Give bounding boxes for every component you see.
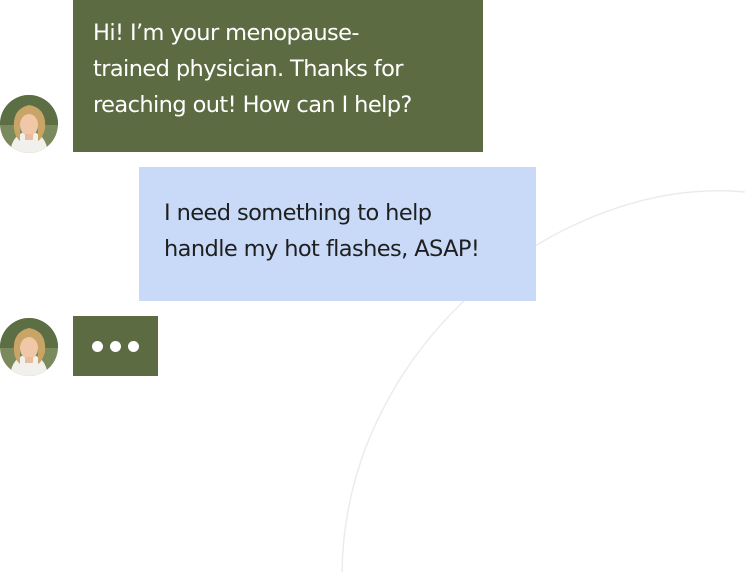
physician-avatar bbox=[0, 95, 58, 153]
physician-message-text: Hi! I’m your menopause- trained physicia… bbox=[93, 20, 412, 118]
typing-dot bbox=[110, 340, 121, 352]
typing-indicator-bubble bbox=[73, 316, 158, 376]
physician-message-bubble: Hi! I’m your menopause- trained physicia… bbox=[73, 0, 483, 152]
typing-dot bbox=[92, 340, 103, 352]
typing-dot bbox=[128, 340, 139, 352]
user-message-bubble: I need something to help handle my hot f… bbox=[139, 167, 536, 301]
user-message-text: I need something to help handle my hot f… bbox=[164, 200, 480, 262]
physician-avatar bbox=[0, 318, 58, 376]
